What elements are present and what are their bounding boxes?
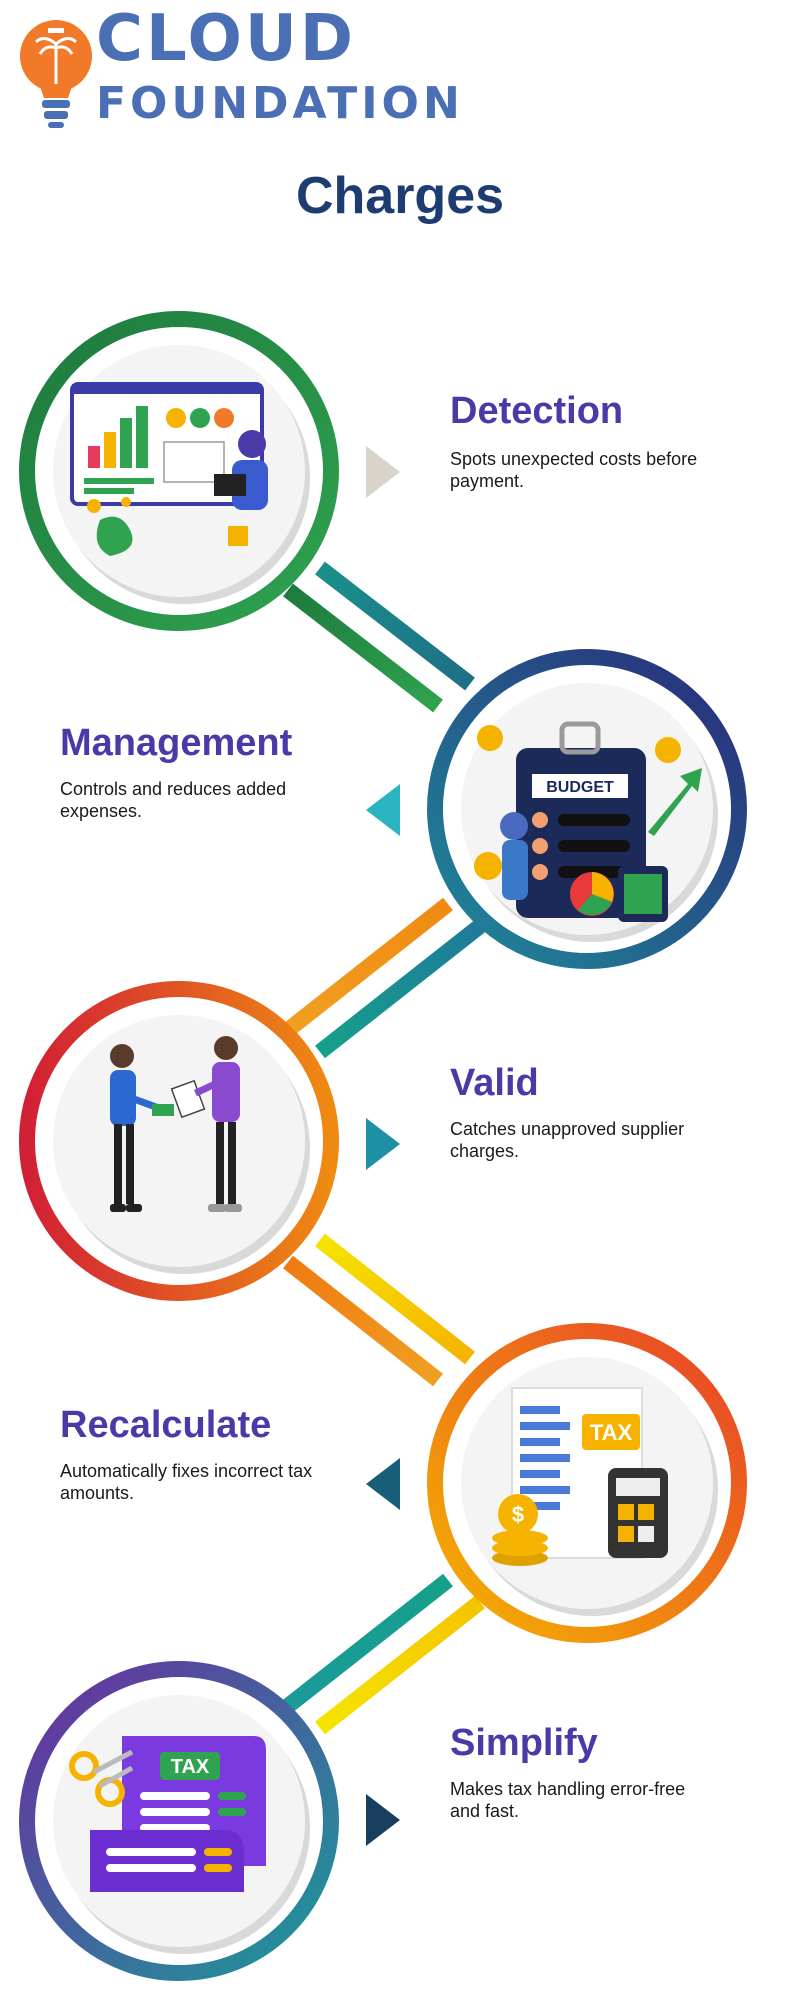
step-3-description: Catches unapproved supplier charges. [450, 1119, 685, 1161]
brand-name-line2: FOUNDATION [96, 78, 464, 129]
handshake-icon [110, 1036, 242, 1212]
connector-2b [315, 919, 485, 1059]
page-title: Charges [295, 167, 505, 225]
svg-text:BUDGET: BUDGET [546, 779, 614, 796]
lightbulb-logo-icon [20, 20, 92, 128]
step-4-circle: TAX $ [427, 1323, 747, 1643]
brand-name-line1: CLOUD [96, 2, 356, 76]
step-4-description: Automatically fixes incorrect tax amount… [60, 1461, 313, 1503]
connector-4a [283, 1573, 453, 1713]
svg-text:TAX: TAX [590, 1420, 633, 1445]
analytics-dashboard-icon [70, 382, 268, 556]
connector-3a [283, 1255, 443, 1387]
step-1-circle [19, 311, 339, 631]
step-2-arrow-icon [366, 784, 400, 836]
step-5-circle: TAX [19, 1661, 339, 1981]
tax-receipt-icon: TAX [69, 1736, 266, 1892]
connector-3b [315, 1233, 475, 1365]
step-2-description: Controls and reduces added expenses. [60, 779, 287, 821]
svg-text:$: $ [512, 1502, 524, 1527]
svg-text:TAX: TAX [171, 1756, 210, 1778]
connector-1a [283, 583, 443, 713]
step-4-title: Recalculate [60, 1404, 272, 1446]
step-3-arrow-icon [366, 1118, 400, 1170]
step-2-circle: BUDGET [427, 649, 747, 969]
step-3-circle [19, 981, 339, 1301]
step-1-arrow-icon [366, 446, 400, 498]
step-2-title: Management [60, 722, 293, 764]
step-1-description: Spots unexpected costs before payment. [450, 449, 698, 491]
step-5-title: Simplify [450, 1722, 598, 1764]
step-3-title: Valid [450, 1062, 539, 1104]
connector-4b [315, 1595, 485, 1735]
budget-clipboard-icon: BUDGET [474, 721, 702, 922]
connector-2a [283, 897, 453, 1037]
step-5-description: Makes tax handling error-free and fast. [450, 1779, 686, 1821]
connector-1b [315, 561, 475, 691]
step-1-title: Detection [450, 390, 624, 432]
step-4-arrow-icon [366, 1458, 400, 1510]
step-5-arrow-icon [366, 1794, 400, 1846]
tax-calculator-icon: TAX $ [492, 1387, 668, 1566]
